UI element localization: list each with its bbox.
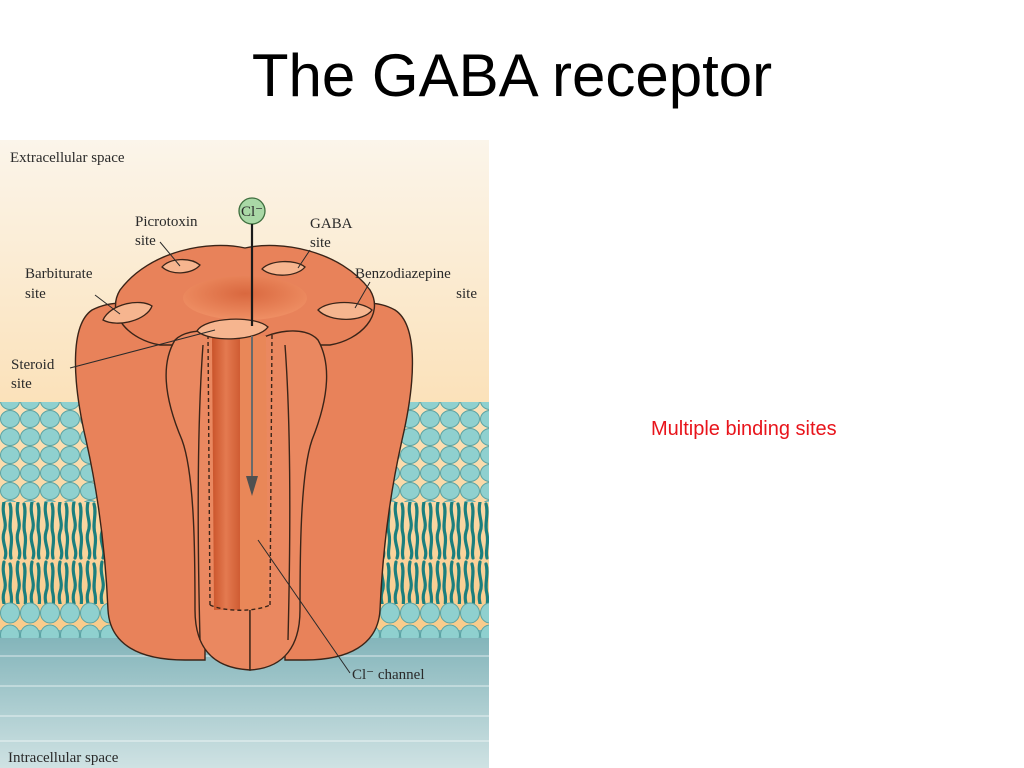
gaba-site-label-1: GABA [310,216,353,232]
steroid-site-label-1: Steroid [11,357,55,373]
benzodiazepine-site-label-2: site [456,286,477,302]
gaba-binding-site [261,260,306,276]
channel-pore [212,336,240,610]
gaba-receptor-figure: Cl⁻ Extracellular space Intracellular sp… [0,140,489,768]
binding-sites-caption: Multiple binding sites [651,418,837,440]
steroid-binding-site [196,318,269,340]
benzodiazepine-site-label-1: Benzodiazepine [355,266,451,282]
steroid-site-label-2: site [11,376,32,392]
picrotoxin-binding-site [161,258,201,274]
chloride-ion: Cl⁻ [238,197,266,225]
slide-title: The GABA receptor [251,42,773,109]
barbiturate-binding-site [102,301,153,324]
barbiturate-site-label-1: Barbiturate [25,266,93,282]
benzodiazepine-binding-site [317,301,373,320]
receptor-complex [74,244,414,671]
extracellular-space-label: Extracellular space [10,150,125,166]
chloride-channel-label: Cl⁻ channel [352,667,424,683]
binding-sites [102,258,373,340]
arrow-head-icon [246,476,258,496]
crown-depression [183,276,307,320]
barbiturate-site-label-2: site [25,286,46,302]
picrotoxin-site-label-2: site [135,233,156,249]
intracellular-space-label: Intracellular space [8,750,119,766]
picrotoxin-site-label-1: Picrotoxin [135,214,198,230]
gaba-site-label-2: site [310,235,331,251]
chloride-ion-label: Cl⁻ [241,204,263,220]
leader-lines [69,241,371,674]
